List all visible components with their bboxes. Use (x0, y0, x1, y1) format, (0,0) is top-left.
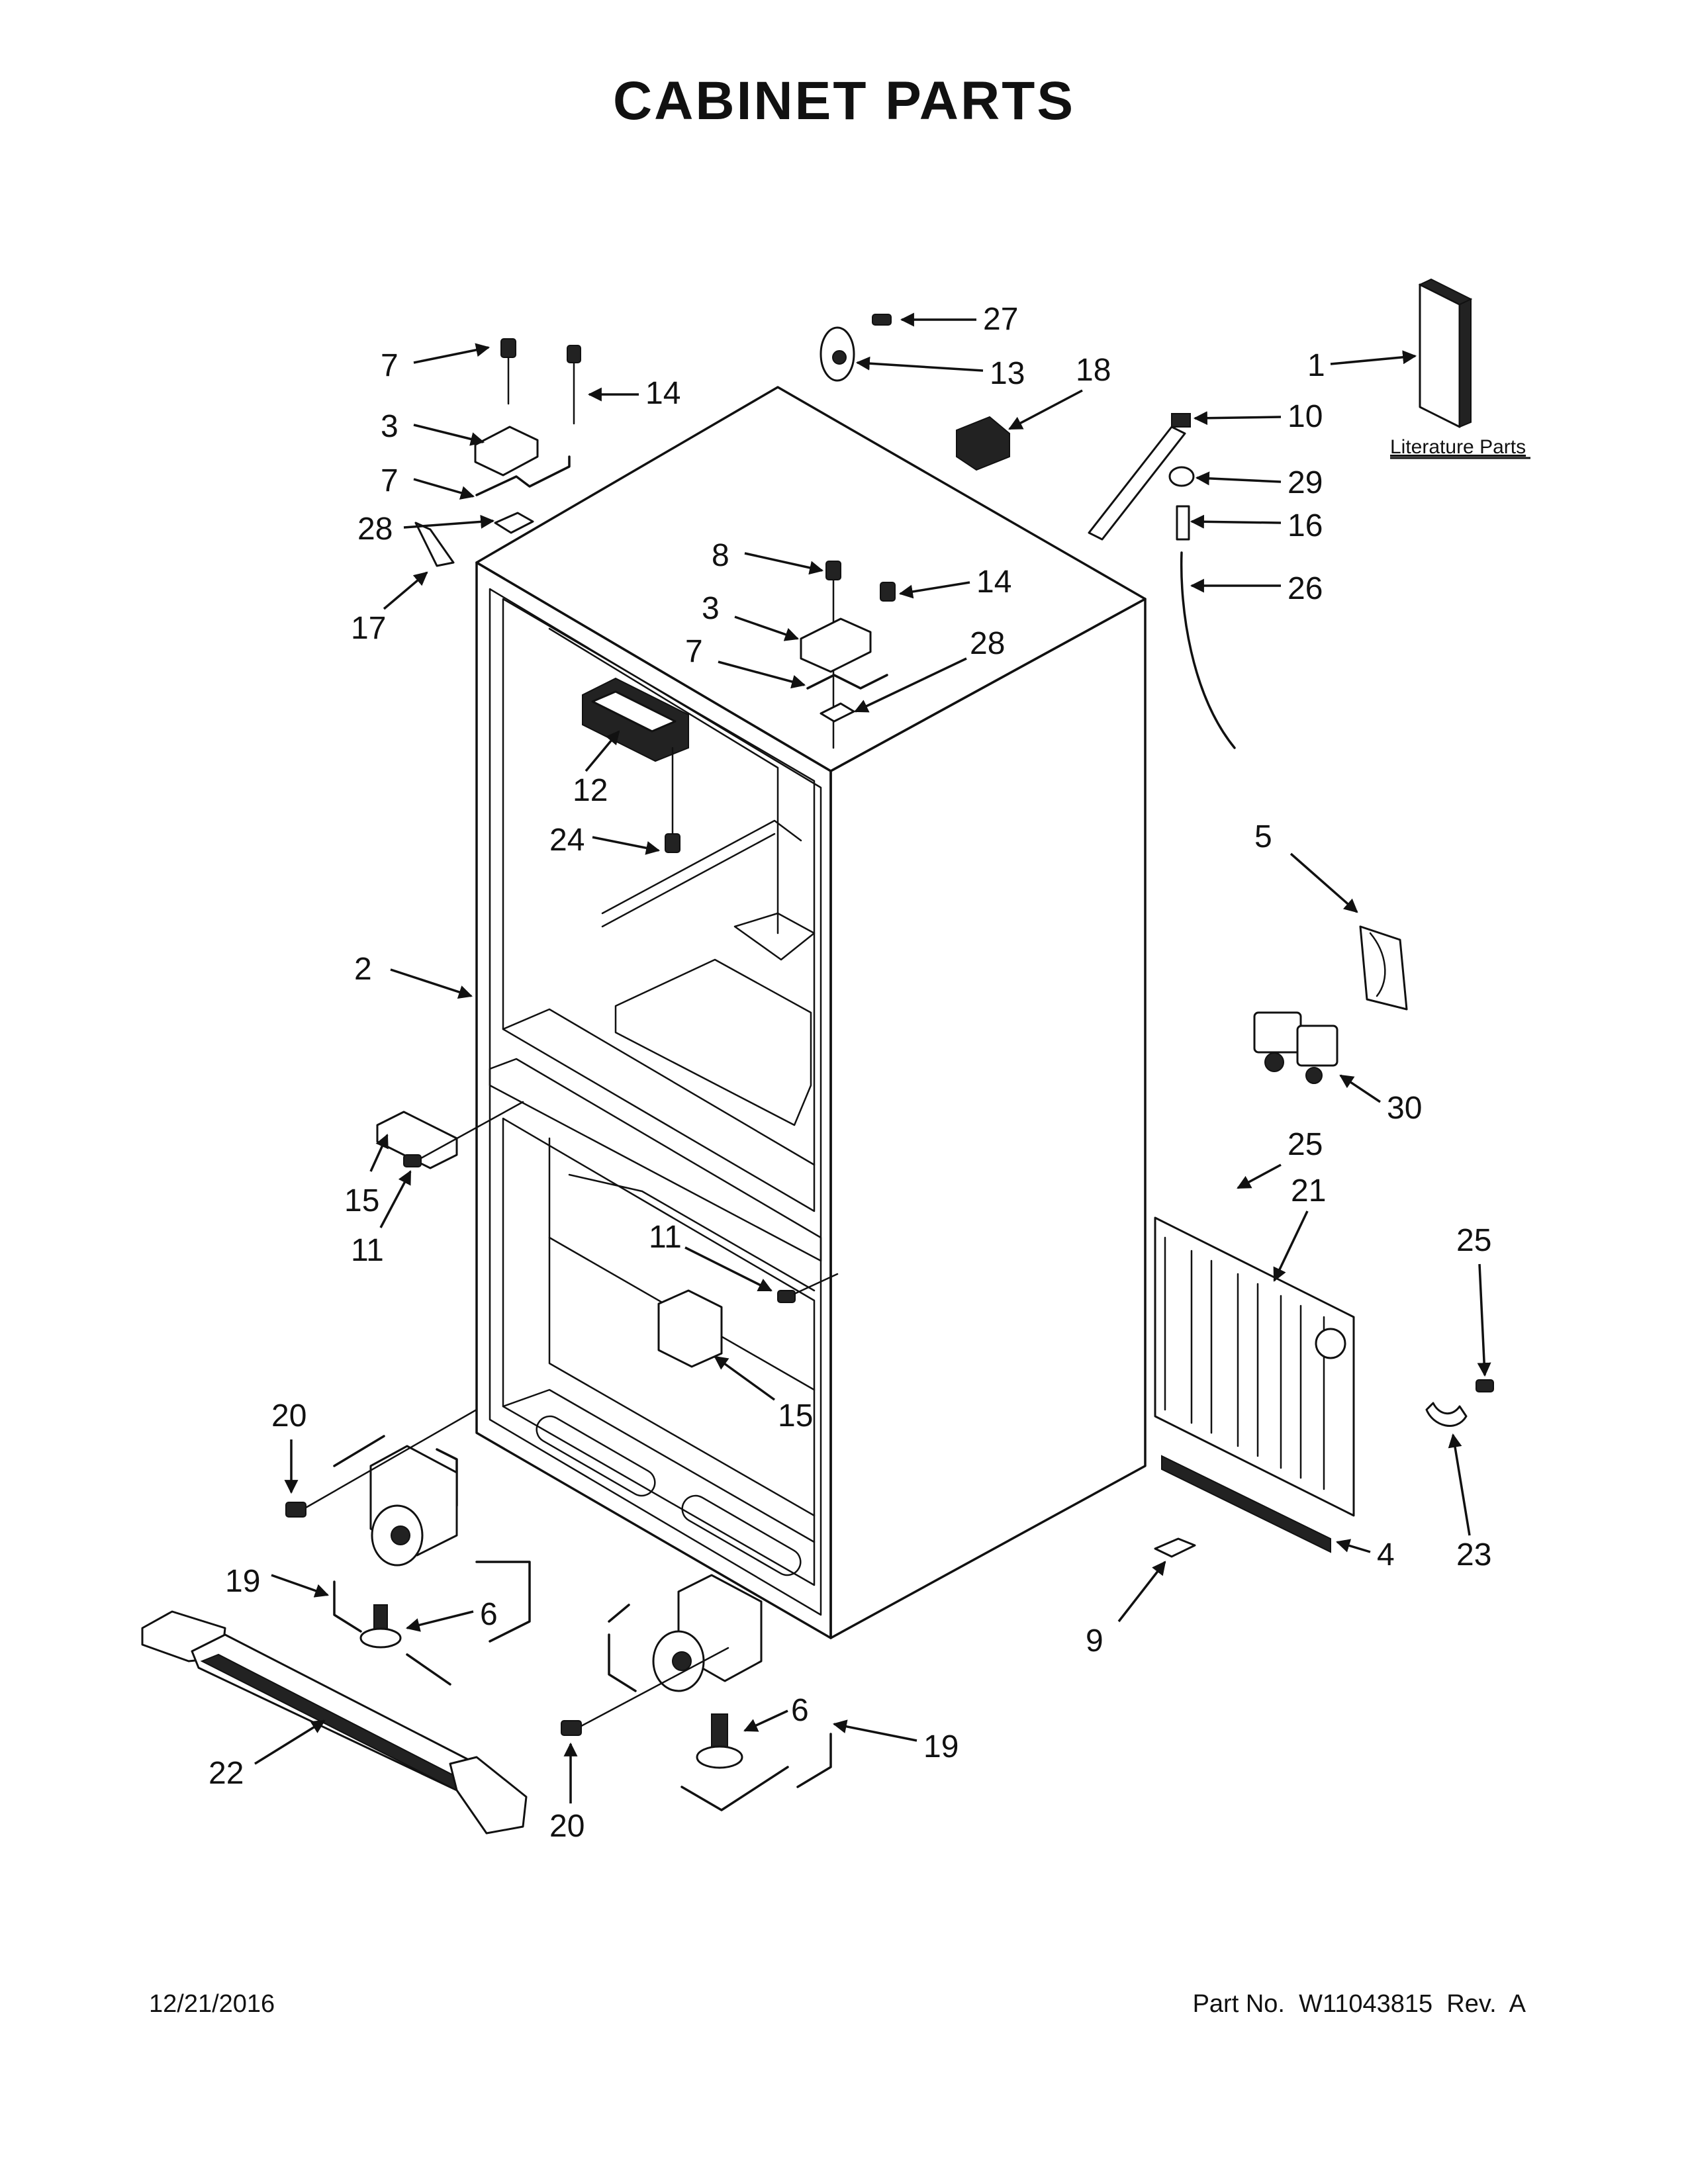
part-clip-8 (1154, 1537, 1196, 1558)
callout-2: 2 (354, 952, 372, 987)
callout-19b: 19 (923, 1729, 959, 1764)
part-hinge-center-left (376, 1101, 524, 1169)
part-water-valve-30 (1253, 1011, 1338, 1084)
callout-21: 21 (1291, 1173, 1326, 1208)
callout-3: 3 (381, 409, 399, 444)
callout-11b: 11 (649, 1220, 682, 1255)
callout-24: 23 (1456, 1537, 1491, 1572)
part-rear-access-cover-21 (1154, 1216, 1355, 1553)
callout-13: 13 (990, 356, 1025, 391)
callout-16: 16 (1288, 508, 1323, 543)
part-fittings-29-16-26 (1168, 466, 1236, 749)
callout-14: 14 (645, 376, 680, 411)
part-guard-5 (1359, 925, 1408, 1011)
callout-9: 7 (381, 348, 399, 383)
callout-15: 15 (344, 1183, 379, 1218)
page-title: CABINET PARTS (613, 71, 1075, 131)
callout-8: 9 (1086, 1623, 1103, 1659)
callout-6b: 6 (791, 1693, 809, 1728)
part-drain-pan-12 (582, 677, 689, 853)
callout-17: 17 (351, 611, 386, 646)
callout-25b: 25 (1456, 1223, 1491, 1258)
callout-10: 10 (1288, 399, 1323, 434)
callout-18: 18 (1076, 353, 1111, 388)
callout-7: 7 (381, 463, 399, 498)
cabinet-front-frame (475, 561, 832, 1639)
part-literature-book: Literature Parts (1390, 278, 1530, 459)
callout-20b: 20 (549, 1809, 585, 1844)
callout-20: 20 (271, 1398, 306, 1433)
part-water-tube-pulley (820, 314, 892, 382)
callout-19: 19 (225, 1564, 260, 1599)
callout-27: 27 (983, 302, 1018, 337)
callout-1: 1 (1307, 348, 1325, 383)
cabinet-top (475, 386, 1147, 772)
callout-12: 12 (573, 773, 608, 808)
callout-9b: 8 (712, 538, 729, 573)
callout-7b: 7 (685, 634, 703, 669)
callout-15b: 15 (778, 1398, 813, 1433)
part-bracket-18 (956, 416, 1010, 471)
callout-layer: 7 14 3 7 28 17 27 13 18 10 29 16 26 1 8 … (209, 302, 1491, 1844)
callout-4: 4 (1377, 1537, 1395, 1572)
footer-date: 12/21/2016 (149, 1990, 275, 2018)
callout-29: 29 (1288, 465, 1323, 500)
part-tube-10 (1088, 413, 1191, 541)
part-grille-22 (141, 1610, 528, 1835)
part-hinge-top-left (414, 338, 581, 567)
literature-parts-label: Literature Parts (1390, 436, 1526, 458)
cabinet-side (829, 598, 1147, 1639)
callout-28: 28 (357, 512, 393, 547)
part-hinge-top-center (800, 561, 896, 749)
callout-11: 11 (351, 1233, 384, 1268)
callout-26: 26 (1288, 571, 1323, 606)
callout-30: 30 (1387, 1091, 1422, 1126)
part-roller-assembly-right (561, 1574, 832, 1811)
callout-6: 6 (480, 1597, 498, 1632)
callout-25: 25 (1288, 1127, 1323, 1162)
part-roller-assembly-left (285, 1408, 531, 1686)
callout-28b: 28 (970, 626, 1005, 661)
footer-part-number: Part No. W11043815 Rev. A (1193, 1990, 1526, 2018)
callout-23: 24 (549, 823, 585, 858)
part-clamp-24 (1425, 1379, 1494, 1427)
callout-22: 22 (209, 1756, 244, 1791)
callout-5: 5 (1254, 819, 1272, 854)
cabinet-body (475, 386, 1147, 1639)
callout-3b: 3 (702, 591, 720, 626)
part-hinge-center-freezer (657, 1273, 839, 1368)
callout-14b: 14 (976, 565, 1011, 600)
